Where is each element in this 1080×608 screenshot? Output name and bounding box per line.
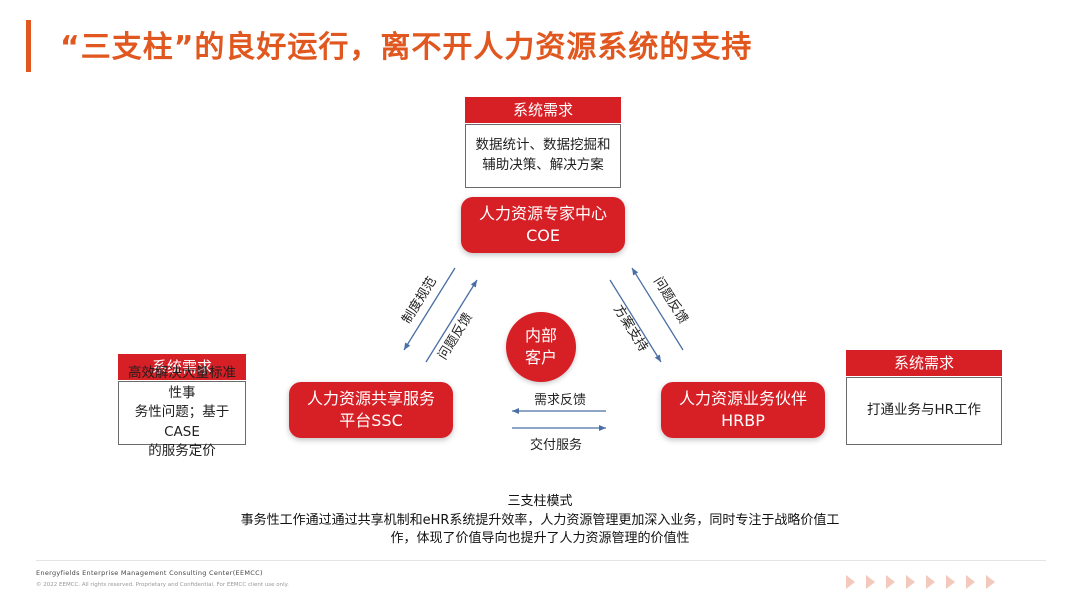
right-requirement-header: 系统需求 [846, 350, 1002, 376]
arrow-ssc-to-coe [425, 279, 478, 363]
page-title: “三支柱”的良好运行，离不开人力资源系统的支持 [60, 30, 753, 65]
coe-label-line2: COE [526, 226, 560, 245]
footer-chevron-icon [886, 575, 895, 589]
hrbp-label-line1: 人力资源业务伙伴 [678, 389, 807, 409]
right-requirement-box: 打通业务与HR工作 [846, 377, 1002, 445]
arrow-coe-to-ssc [403, 267, 456, 351]
title-accent-bar [26, 20, 31, 72]
footer-chevron-icon [866, 575, 875, 589]
top-requirement-line1: 数据统计、数据挖掘和 [475, 137, 611, 154]
label-hrbp-to-ssc: 需求反馈 [534, 393, 587, 408]
arrow-hrbp-to-coe [631, 267, 684, 351]
right-requirement-line1: 打通业务与HR工作 [866, 402, 982, 419]
hrbp-node: 人力资源业务伙伴 HRBP [661, 382, 825, 438]
footer-chevron-icon [926, 575, 935, 589]
internal-customer-circle: 内部 客户 [506, 312, 576, 382]
coe-label-line1: 人力资源专家中心 [478, 204, 607, 224]
ssc-node: 人力资源共享服务 平台SSC [289, 382, 453, 438]
footer-chevron-icon [986, 575, 995, 589]
center-label-line1: 内部 [524, 326, 557, 346]
left-requirement-header: 系统需求 [118, 354, 246, 380]
footer-divider [36, 560, 1046, 561]
left-requirement-line1: 高效解决大量标准性事 [128, 365, 236, 401]
label-ssc-to-hrbp: 交付服务 [530, 438, 583, 453]
left-requirement-line2: 务性问题；基于CASE [134, 404, 230, 440]
footer-chevron-icon [946, 575, 955, 589]
footer-company: Energyfields Enterprise Management Consu… [36, 569, 263, 577]
left-requirement-box: 高效解决大量标准性事 务性问题；基于CASE 的服务定价 [118, 365, 246, 459]
ssc-label-line2: 平台SSC [339, 411, 403, 430]
footer-chevron-icon [966, 575, 975, 589]
left-requirement-line3: 的服务定价 [148, 443, 216, 460]
hrbp-label-line2: HRBP [721, 411, 765, 430]
caption-line2: 作，体现了价值导向也提升了人力资源管理的价值性 [390, 531, 690, 546]
footer-chevron-icon [906, 575, 915, 589]
arrow-coe-to-hrbp [609, 279, 662, 363]
top-requirement-box: 数据统计、数据挖掘和 辅助决策、解决方案 [465, 124, 621, 188]
caption-line1: 事务性工作通过通过共享机制和eHR系统提升效率，人力资源管理更加深入业务，同时专… [240, 513, 840, 528]
footer-chevron-icon [846, 575, 855, 589]
caption-title: 三支柱模式 [507, 494, 573, 509]
top-requirement-header: 系统需求 [465, 97, 621, 123]
coe-node: 人力资源专家中心 COE [461, 197, 625, 253]
top-requirement-line2: 辅助决策、解决方案 [482, 157, 604, 173]
footer-copyright: © 2022 EEMCC. All rights reserved. Propr… [36, 582, 289, 588]
center-label-line2: 客户 [524, 348, 557, 367]
ssc-label-line1: 人力资源共享服务 [306, 389, 435, 409]
